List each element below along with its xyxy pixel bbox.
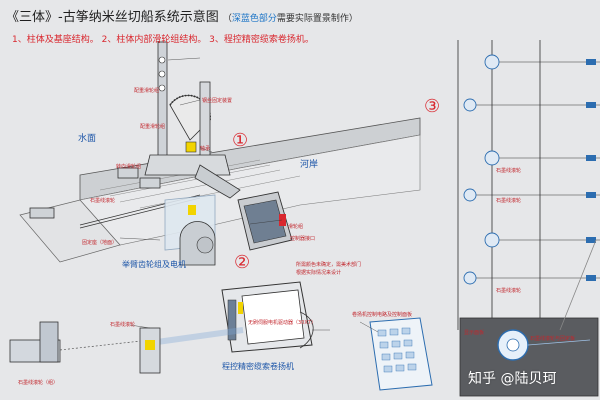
small-pole-right-2: 石墨线滚轮 [496,198,522,204]
small-stone-2: 石墨线滚轮 [90,198,116,204]
zoom-inset [459,239,599,397]
tower-structure [29,41,241,229]
label-water: 水面 [78,134,97,144]
small-base: 固定座（地面） [82,240,118,246]
small-top-b: 钢丝固定装置 [202,98,233,104]
winch-box-small [237,191,293,251]
small-note-2: 根据实际情况来设计 [296,270,342,276]
vertical-pole-group [457,40,600,330]
small-mid-a: 转向滑轮组 [116,164,142,170]
small-ctrl-2: 卷扬机控制电路及控制面板 [352,312,413,318]
small-ctrl: 控制器接口 [290,236,316,242]
pulley-housing [164,194,216,266]
watermark: 知乎 @陆贝珂 [468,371,557,387]
legend-text: 1、柱体及基座结构。 2、柱体内部滑轮组结构。 3、程控精密缆索卷扬机。 [12,35,314,45]
small-zoom-b: 石墨线滚轮与固定板 [530,336,576,342]
marker-2: ② [234,252,251,273]
small-left-bottom: 石墨线滚轮（组） [18,380,59,386]
control-panel [369,317,433,391]
leader-lines [119,57,379,333]
label-gear-pulley: 举臂齿轮组及电机 [122,260,186,269]
marker-3: ③ [424,96,441,117]
title-note: （深蓝色部分需要实际置景制作） [222,14,358,24]
winch-box-large [149,281,314,353]
left-roller-device [9,321,161,374]
small-zoom-a: 显示面板 [464,330,485,336]
label-winch: 程控精密缆索卷扬机 [222,362,294,371]
label-riverbank: 河岸 [300,160,319,170]
small-pole-right-3: 石墨线滚轮 [496,288,522,294]
small-housing: 滑轮组 [288,224,304,230]
small-note-1: 所需颜色未确定，需美术部门 [296,262,362,268]
small-stone: 石墨线滚轮 [110,322,136,328]
small-top-c: 配重滑轮组 [140,124,166,130]
small-pole-right-1: 石墨线滚轮 [496,168,522,174]
marker-1: ① [232,130,249,151]
small-motor: 无刷伺服电机驱动器（30X7） [248,320,316,326]
diagram-title: 《三体》-古筝纳米丝切船系统示意图 （深蓝色部分需要实际置景制作） [6,10,358,25]
small-top-a: 配重滑轮组 [134,88,160,94]
small-mid-b: 轴承 [200,146,211,152]
